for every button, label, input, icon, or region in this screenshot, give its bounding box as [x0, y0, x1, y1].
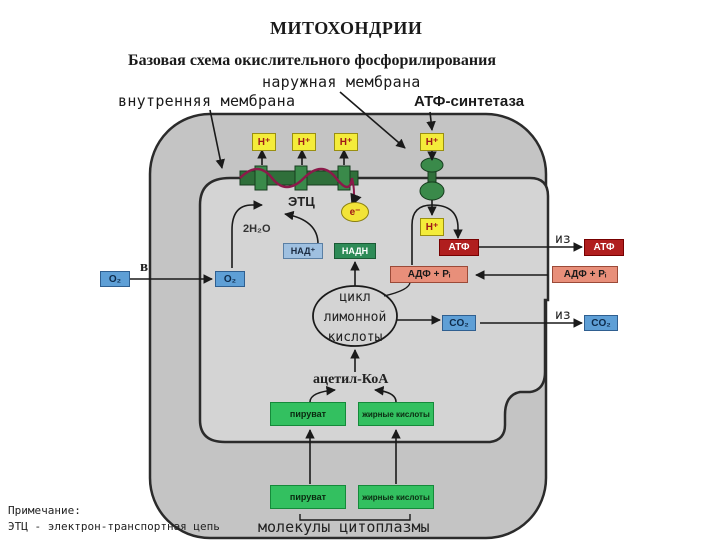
h-plus-box-1: H⁺ — [252, 133, 276, 151]
cycle-to-atp-line — [383, 281, 411, 297]
cycle-line-1: цикл — [339, 290, 371, 305]
fatty-to-acetyl-arrow — [374, 386, 397, 403]
into-label: в — [140, 259, 149, 275]
note-title: Примечание: — [8, 504, 81, 517]
co2-outside-box: CO₂ — [584, 315, 618, 331]
h-plus-box-3: H⁺ — [334, 133, 358, 151]
nad-plus-box: НАД⁺ — [283, 243, 323, 259]
atp-inside-box: АТФ — [439, 239, 479, 256]
adp-inside-box: АДФ + Pᵢ — [390, 266, 468, 283]
water-label: 2H₂O — [243, 223, 271, 235]
synthase-cycle-arrow — [411, 204, 463, 265]
cytoplasm-bracket — [299, 514, 411, 521]
cycle-line-3: кислоты — [327, 330, 383, 345]
h-plus-box-5: H⁺ — [420, 218, 444, 236]
atp-synthase-pointer — [426, 111, 436, 131]
pyruvate-to-acetyl-arrow — [309, 385, 336, 403]
fatty-acids-inside-box: жирные кислоты — [358, 402, 434, 426]
o2-inside-box: O₂ — [215, 271, 245, 287]
atp-synthase-head — [419, 181, 445, 201]
inner-membrane-pointer — [209, 109, 225, 169]
o2-to-etc-arrow — [231, 200, 263, 268]
nadh-box: НАДН — [334, 243, 376, 259]
nadh-to-etc-arrow — [284, 210, 319, 245]
o2-outside-box: O₂ — [100, 271, 130, 287]
note-text: ЭТЦ - электрон-транспортная цепь — [8, 520, 220, 533]
page-title: МИТОХОНДРИИ — [270, 18, 423, 38]
atp-synthase-head-top — [420, 157, 444, 173]
atp-synthase-label: АТФ-синтетаза — [414, 93, 525, 110]
pyruvate-inside-box: пируват — [270, 402, 346, 426]
co2-inside-box: CO₂ — [442, 315, 476, 331]
inner-membrane-label: внутренняя мембрана — [118, 92, 296, 110]
atp-outside-box: АТФ — [584, 239, 624, 256]
etc-label: ЭТЦ — [288, 194, 315, 209]
h-plus-box-2: H⁺ — [292, 133, 316, 151]
adp-outside-box: АДФ + Pᵢ — [552, 266, 618, 283]
cycle-line-2: лимонной — [323, 310, 387, 325]
acetyl-coa-label: ацетил-КоА — [313, 372, 389, 387]
electron-carrier: e⁻ — [341, 202, 369, 222]
citric-cycle-label: цикл лимонной кислоты — [318, 288, 392, 348]
electron-path — [239, 167, 354, 189]
h-plus-box-4: H⁺ — [420, 133, 444, 151]
cytoplasm-molecules-label: молекулы цитоплазмы — [258, 518, 430, 536]
pyruvate-outside-box: пируват — [270, 485, 346, 509]
fatty-acids-outside-box: жирные кислоты — [358, 485, 434, 509]
from-label-top: из — [555, 232, 571, 247]
outer-membrane-label: наружная мембрана — [262, 73, 421, 91]
page-subtitle: Базовая схема окислительного фосфорилиро… — [128, 52, 496, 69]
outer-membrane-pointer — [339, 91, 406, 149]
electron-label: e⁻ — [349, 206, 361, 218]
from-label-bottom: из — [555, 308, 571, 323]
